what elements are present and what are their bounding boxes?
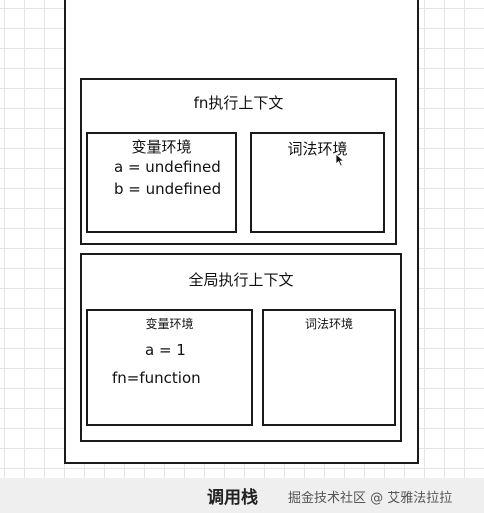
fn-context-title: fn执行上下文 [193, 94, 284, 112]
global-variable-environment: 变量环境 a = 1 fn=function [86, 309, 253, 426]
global-var-entry-fn: fn=function [112, 369, 201, 387]
fn-var-entry-b: b = undefined [114, 180, 222, 198]
fn-var-entry-a: a = undefined [114, 158, 221, 176]
call-stack-label: 调用栈 [207, 488, 258, 508]
fn-variable-env-title: 变量环境 [131, 138, 192, 156]
global-variable-env-title: 变量环境 [145, 317, 194, 331]
watermark: 掘金技术社区 @ 艾雅法拉拉 [288, 491, 453, 506]
fn-lexical-environment: 词法环境 [250, 132, 385, 233]
bottom-bar [0, 478, 484, 513]
global-var-entry-a: a = 1 [145, 341, 186, 359]
global-lexical-env-title: 词法环境 [304, 317, 353, 331]
mouse-pointer-icon [335, 153, 345, 167]
fn-lexical-env-title: 词法环境 [287, 140, 348, 158]
global-context-title: 全局执行上下文 [188, 271, 294, 289]
global-lexical-environment: 词法环境 [262, 309, 396, 426]
fn-variable-environment: 变量环境 a = undefined b = undefined [86, 132, 237, 233]
